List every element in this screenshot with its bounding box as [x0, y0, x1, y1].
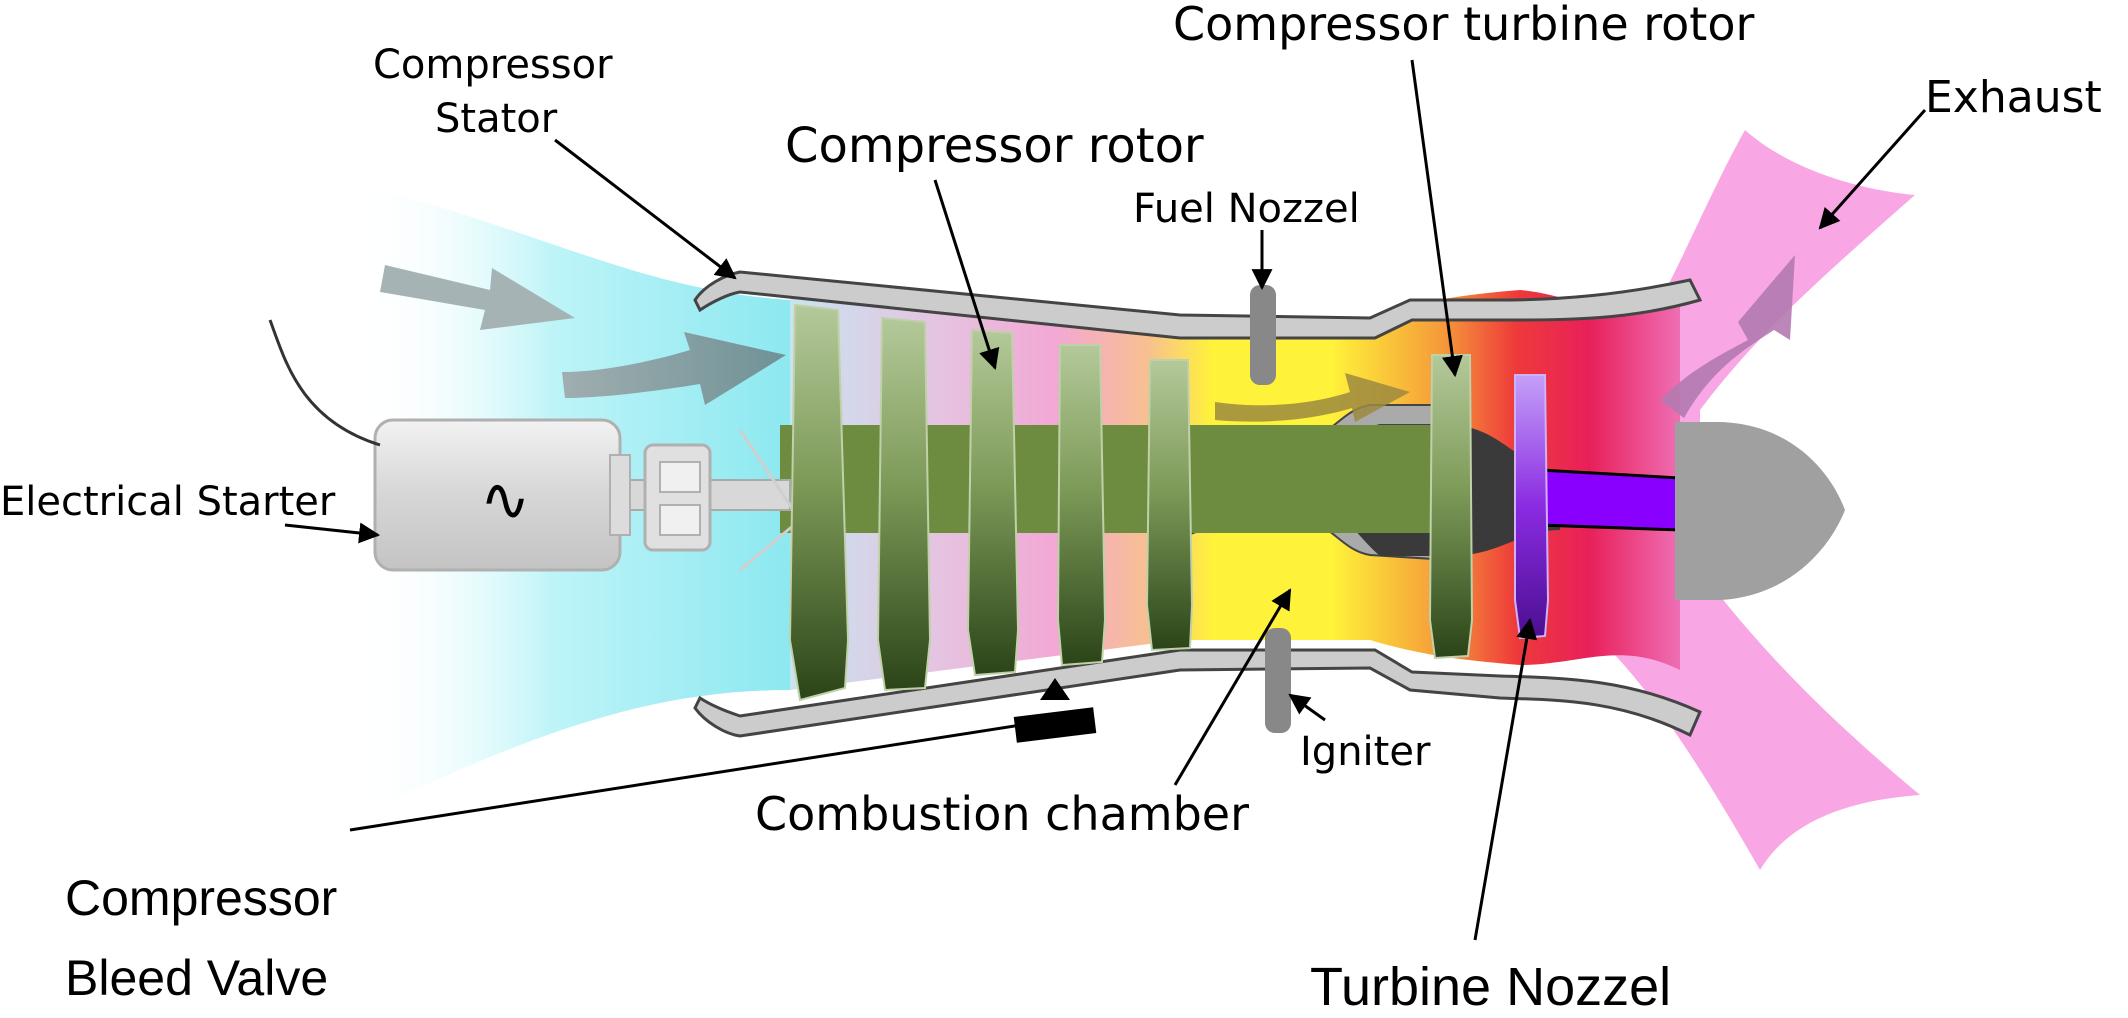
- intake-arrow-upper: [380, 265, 575, 330]
- turbine-nozzle-blades: [1514, 374, 1550, 640]
- blade-row-3: [966, 328, 1020, 677]
- label-compressor-rotor: Compressor rotor: [785, 118, 1204, 174]
- blade-row-1: [788, 303, 850, 702]
- starter-coupling: [619, 429, 802, 572]
- exhaust-flow-arrow: [1660, 255, 1795, 418]
- turbine-shaft-violet: [1538, 468, 1682, 532]
- starter-symbol: ∿: [480, 465, 530, 535]
- label-igniter: Igniter: [1300, 729, 1431, 775]
- casing-top: [693, 270, 1703, 340]
- label-compressor-stator-line2: Stator: [435, 96, 558, 142]
- igniter: [1265, 628, 1291, 733]
- label-bleed-valve-line1: Compressor: [65, 870, 337, 926]
- blade-row-4: [1056, 344, 1107, 667]
- label-turbine-nozzel: Turbine Nozzel: [1310, 957, 1671, 1017]
- label-bleed-valve-line2: Bleed Valve: [65, 950, 328, 1006]
- blade-row-2: [876, 316, 932, 692]
- label-compressor-stator-line1: Compressor: [373, 42, 613, 88]
- intake-arrow-lower: [562, 332, 786, 405]
- label-combustion-chamber: Combustion chamber: [755, 787, 1249, 841]
- blade-row-5: [1145, 359, 1194, 652]
- label-compressor-turbine-rotor: Compressor turbine rotor: [1173, 0, 1754, 51]
- label-fuel-nozzel: Fuel Nozzel: [1133, 186, 1360, 232]
- exhaust-cone: [1675, 422, 1845, 600]
- exhaust-plume: [1610, 130, 1920, 870]
- label-electrical-starter: Electrical Starter: [0, 479, 336, 525]
- fuel-nozzel: [1250, 285, 1276, 385]
- compressor-bleed-valve: [1013, 678, 1097, 743]
- starter-wire: [268, 319, 381, 447]
- casing-bottom: [693, 648, 1702, 738]
- turbine-shaft: [1190, 480, 1440, 525]
- leader-lines: [284, 59, 1927, 941]
- label-exhaust: Exhaust: [1925, 72, 2102, 123]
- turbine-blade-row: [1428, 354, 1474, 660]
- electrical-starter: ∿: [268, 319, 631, 572]
- combustion-flow-arrow: [1215, 373, 1410, 422]
- compressor-blade-rows: [788, 303, 1550, 702]
